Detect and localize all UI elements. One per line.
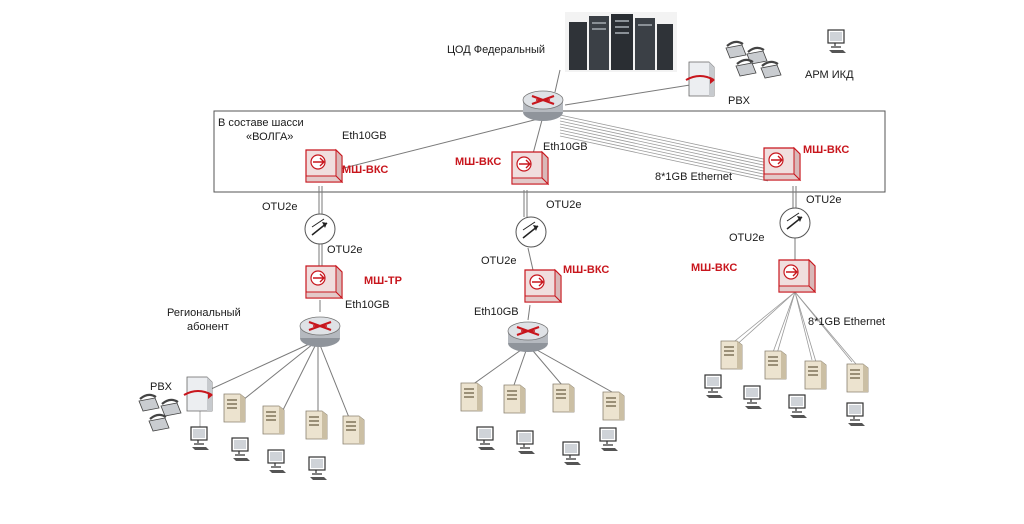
server-icon	[602, 391, 625, 421]
workstation-icon	[231, 437, 251, 462]
right-fanout	[729, 291, 857, 365]
phone-icon	[759, 60, 783, 80]
workstation-icon	[516, 430, 536, 455]
eth10gb-label-left-lower: Eth10GB	[345, 299, 390, 311]
pbx-icon	[685, 61, 716, 97]
trunk-links	[318, 186, 797, 321]
workstation-icon	[827, 29, 847, 54]
server-icon	[342, 415, 365, 445]
eth10gb-label-left: Eth10GB	[342, 130, 387, 142]
workstation-icon	[599, 427, 619, 452]
msh-vks-label-right-lower: МШ-ВКС	[691, 262, 737, 274]
otu2e-label-right-bottom: OTU2e	[729, 232, 764, 244]
regional-label-line1: Региональный	[167, 307, 241, 319]
router-icon	[298, 315, 342, 349]
otu2e-label-middle-bottom: OTU2e	[481, 255, 516, 267]
chassis-label-line1: В составе шасси	[218, 117, 304, 129]
optical-mux-icon	[304, 213, 336, 245]
regional-label-line2: абонент	[187, 321, 229, 333]
chassis-module-icon	[305, 149, 343, 183]
data-center-label: ЦОД Федеральный	[447, 44, 545, 56]
phone-icon	[724, 40, 748, 60]
phone-icon	[147, 413, 171, 433]
eth10gb-label-middle-lower: Eth10GB	[474, 306, 519, 318]
msh-vks-label-left: МШ-ВКС	[342, 164, 388, 176]
msh-vks-label-middle-lower: МШ-ВКС	[563, 264, 609, 276]
otu2e-label-left-bottom: OTU2e	[327, 244, 362, 256]
msh-vks-label-center: МШ-ВКС	[455, 156, 501, 168]
router-icon	[506, 320, 550, 354]
workstation-icon	[190, 426, 210, 451]
server-icon	[804, 360, 827, 390]
core-router-icon	[521, 89, 565, 123]
server-rack-icon	[565, 12, 677, 72]
workstation-icon	[846, 402, 866, 427]
workstation-icon	[476, 426, 496, 451]
chassis-module-icon	[305, 265, 343, 299]
eth10gb-label-center: Eth10GB	[543, 141, 588, 153]
optical-mux-icon	[515, 216, 547, 248]
chassis-module-icon	[511, 151, 549, 185]
msh-tr-label: МШ-ТР	[364, 275, 402, 287]
server-icon	[846, 363, 869, 393]
ethernet-label-right: 8*1GB Ethernet	[808, 316, 885, 328]
pbx-icon	[183, 376, 214, 412]
pbx-label-left: PBX	[150, 381, 173, 393]
otu2e-label-right-top: OTU2e	[806, 194, 841, 206]
chassis-module-icon	[763, 147, 801, 181]
middle-fanout	[471, 344, 613, 393]
workstation-icon	[743, 385, 763, 410]
chassis-label-line2: «ВОЛГА»	[246, 131, 293, 143]
server-icon	[305, 410, 328, 440]
server-icon	[460, 382, 483, 412]
workstation-icon	[704, 374, 724, 399]
chassis-module-icon	[524, 269, 562, 303]
workstation-icon	[562, 441, 582, 466]
msh-vks-label-right: МШ-ВКС	[803, 144, 849, 156]
server-icon	[503, 384, 526, 414]
ethernet-label-top: 8*1GB Ethernet	[655, 171, 732, 183]
phone-icon	[159, 398, 183, 418]
server-icon	[262, 405, 285, 435]
chassis-module-icon	[778, 259, 816, 293]
core-links	[335, 69, 769, 182]
pbx-label-top: PBX	[728, 95, 751, 107]
workstation-icon	[267, 449, 287, 474]
otu2e-label-middle-top: OTU2e	[546, 199, 581, 211]
workstation-icon	[308, 456, 328, 481]
server-icon	[764, 350, 787, 380]
otu2e-label-left-top: OTU2e	[262, 201, 297, 213]
arm-label: АРМ ИКД	[805, 69, 854, 81]
server-icon	[223, 393, 246, 423]
server-icon	[552, 383, 575, 413]
phone-icon	[137, 393, 161, 413]
workstation-icon	[788, 394, 808, 419]
optical-mux-icon	[779, 207, 811, 239]
server-icon	[720, 340, 743, 370]
